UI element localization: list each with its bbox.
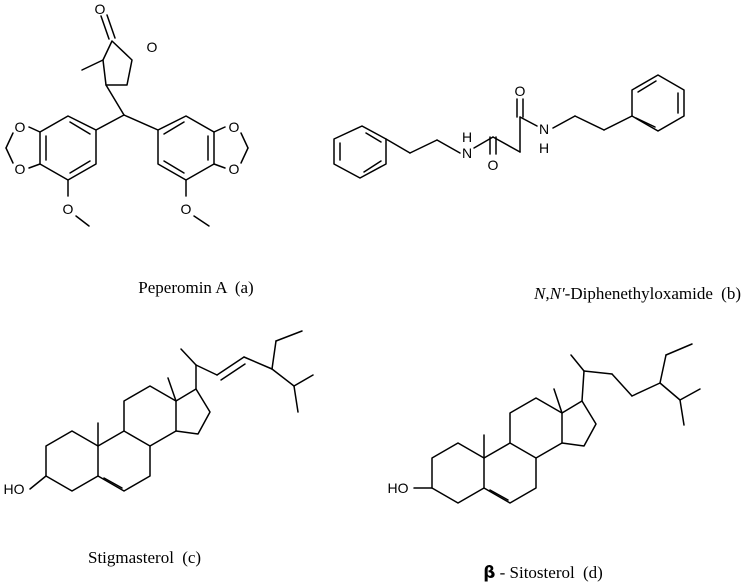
atom-label: O [15,119,26,135]
atom-label: O [15,161,26,177]
compound-tag: (b) [721,284,741,303]
beta-sitosterol-structure: HO [388,343,701,504]
diphenethyloxamide-structure: H N O O H N [333,74,685,179]
compound-tag: (d) [583,563,603,582]
atom-label: HO [388,480,409,496]
compound-name: Peperomin A [138,278,228,297]
atom-label: O [63,201,74,217]
caption-d: β - Sitosterol (d) [483,563,603,583]
atom-label: N [539,121,549,137]
atom-label: O [515,83,526,99]
atom-label: H [462,129,472,145]
atom-label: O [181,201,192,217]
caption-c: Stigmasterol (c) [88,548,201,567]
atom-label: O [488,157,499,173]
compound-tag: (c) [182,548,201,567]
compound-name: -Diphenethyloxamide [565,284,713,303]
atom-label: H [539,140,549,156]
compound-name-italic: N,N′ [533,284,565,303]
caption-a: Peperomin A (a) [138,278,253,297]
atom-label: O [95,1,106,17]
peperomin-a-structure: O O O O O O O O [5,1,249,227]
atom-label: O [147,39,158,55]
caption-b: N,N′-Diphenethyloxamide (b) [533,284,741,303]
stigmasterol-structure: HO [4,330,314,497]
compound-symbol: β [483,563,495,583]
compound-name: Stigmasterol [88,548,174,567]
atom-label: N [462,145,472,161]
atom-label: O [229,161,240,177]
atom-label: O [229,119,240,135]
atom-label: HO [4,481,25,497]
compound-tag: (a) [235,278,254,297]
compound-name: - Sitosterol [495,563,575,582]
